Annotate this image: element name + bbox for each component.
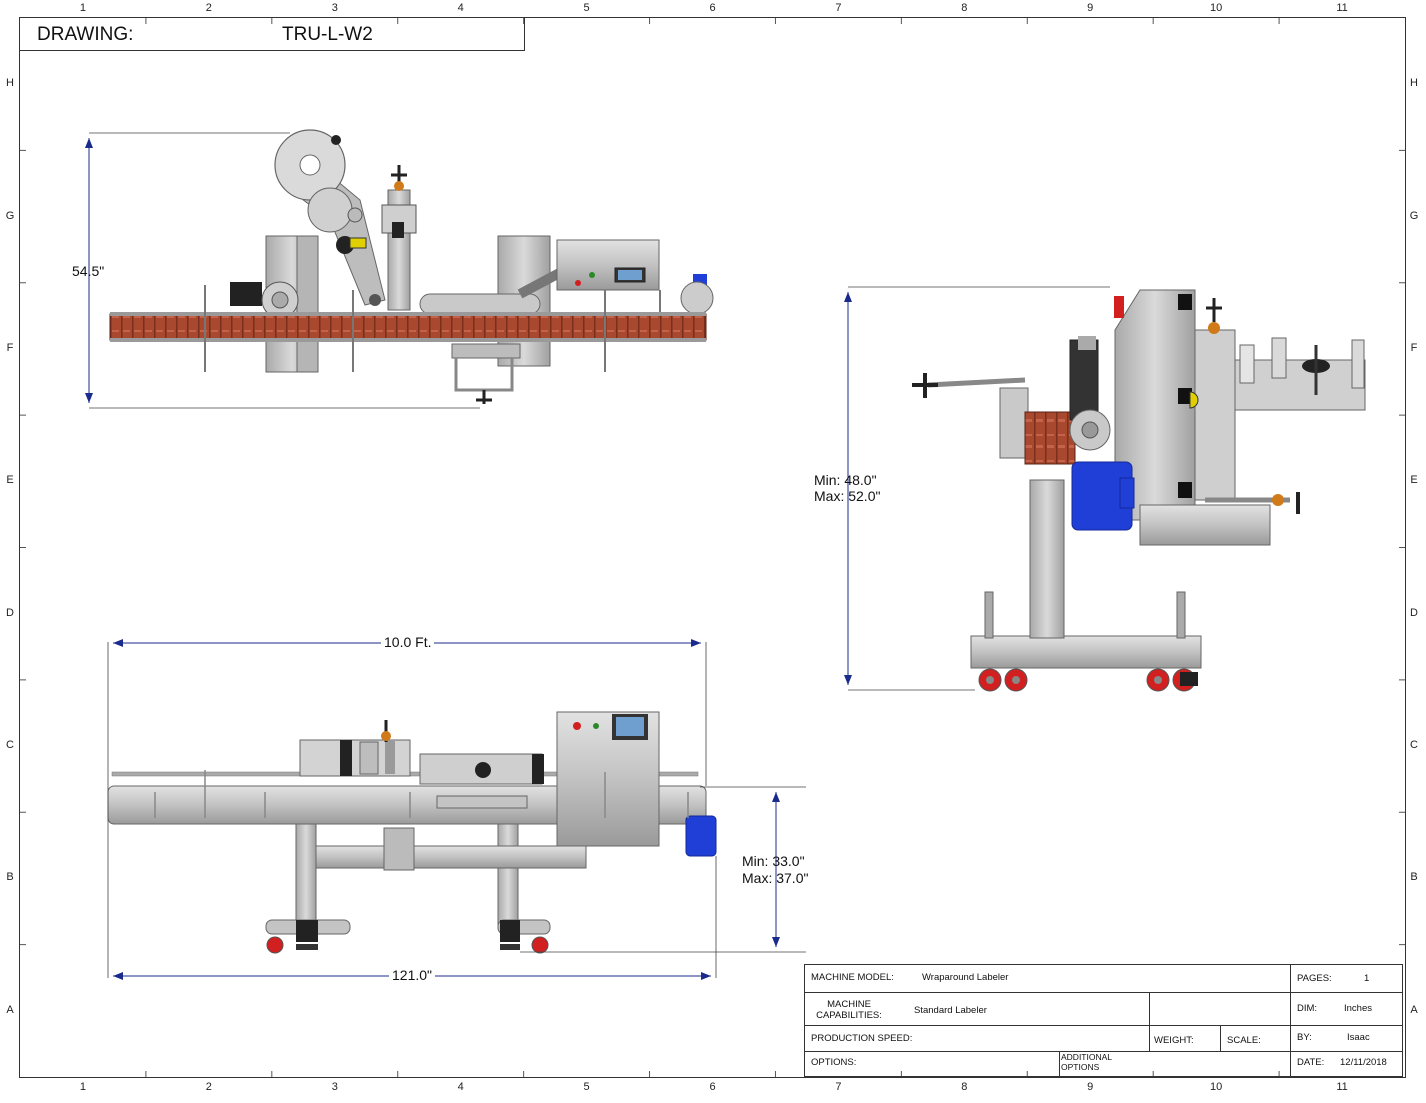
grid-row-label: C (1410, 739, 1418, 752)
grid-column-label: 8 (961, 2, 968, 14)
grid-row-label: A (1410, 1003, 1418, 1016)
weight-label: WEIGHT: (1154, 1035, 1194, 1046)
date-label: DATE: (1297, 1057, 1325, 1068)
dim-value: Inches (1344, 1003, 1372, 1014)
grid-row-label: F (1410, 341, 1418, 354)
machine-capabilities-label-line1: MACHINE (827, 999, 871, 1010)
side-view-height-dimension: Min: 33.0" Max: 37.0" (742, 853, 808, 887)
grid-column-label: 7 (835, 2, 842, 14)
machine-model-value: Wraparound Labeler (922, 972, 1009, 983)
grid-row-label: G (5, 209, 15, 222)
grid-row-label: C (6, 739, 14, 752)
grid-column-label: 10 (1210, 2, 1223, 14)
by-value: Isaac (1347, 1032, 1370, 1043)
additional-options-label: ADDITIONAL OPTIONS (1061, 1052, 1121, 1072)
side-view (107, 639, 806, 980)
grid-column-label: 5 (583, 1081, 590, 1093)
additional-options-line2: OPTIONS (1061, 1062, 1100, 1072)
options-label: OPTIONS: (811, 1057, 857, 1068)
end-view-min: Min: 48.0" (814, 472, 877, 488)
grid-row-label: E (6, 474, 14, 487)
grid-row-label: G (1409, 209, 1419, 222)
drawing-label: DRAWING: (37, 24, 134, 45)
grid-column-label: 2 (205, 1081, 212, 1093)
grid-column-label: 3 (331, 2, 338, 14)
grid-column-label: 8 (961, 1081, 968, 1093)
side-view-max: Max: 37.0" (742, 870, 809, 886)
grid-row-label: H (1410, 77, 1418, 90)
machine-capabilities-label-line2: CAPABILITIES: (816, 1010, 882, 1021)
grid-column-label: 6 (709, 2, 716, 14)
grid-row-label: B (1410, 871, 1418, 884)
pages-label: PAGES: (1297, 973, 1332, 984)
production-speed-label: PRODUCTION SPEED: (811, 1033, 913, 1044)
title-block-lines (804, 964, 1403, 1077)
grid-row-label: A (6, 1003, 14, 1016)
side-view-overall-dimension: 121.0" (389, 967, 436, 983)
machine-capabilities-value: Standard Labeler (914, 1005, 987, 1016)
grid-column-label: 10 (1210, 1081, 1223, 1093)
machine-capabilities-label: MACHINE CAPABILITIES: (806, 999, 892, 1021)
grid-column-label: 1 (79, 1081, 87, 1093)
grid-column-label: 4 (457, 2, 464, 14)
grid-column-label: 9 (1087, 1081, 1094, 1093)
top-view (85, 129, 714, 409)
dim-label: DIM: (1297, 1003, 1318, 1014)
grid-column-label: 11 (1336, 2, 1348, 14)
grid-column-label: 6 (709, 1081, 716, 1093)
grid-column-label: 4 (457, 1081, 464, 1093)
grid-column-label: 1 (79, 2, 87, 14)
top-view-height-dimension: 54.5" (72, 263, 105, 279)
side-view-length-dimension: 10.0 Ft. (381, 634, 435, 650)
grid-row-label: E (1410, 474, 1418, 487)
grid-column-label: 9 (1087, 2, 1094, 14)
grid-column-label: 2 (205, 2, 212, 14)
by-label: BY: (1297, 1032, 1312, 1043)
date-value: 12/11/2018 (1340, 1057, 1387, 1068)
grid-column-label: 5 (583, 2, 590, 14)
grid-column-label: 11 (1336, 1081, 1348, 1093)
end-view-max: Max: 52.0" (814, 488, 881, 504)
side-view-min: Min: 33.0" (742, 853, 805, 869)
grid-row-label: F (6, 341, 14, 354)
grid-row-label: H (6, 77, 14, 90)
end-view-height-dimension: Min: 48.0" Max: 52.0" (814, 472, 880, 504)
grid-row-label: D (6, 606, 14, 619)
scale-label: SCALE: (1227, 1035, 1261, 1046)
machine-model-label: MACHINE MODEL: (811, 972, 894, 983)
pages-value: 1 (1364, 973, 1370, 984)
drawing-number: TRU-L-W2 (282, 24, 373, 45)
grid-row-label: B (6, 871, 14, 884)
end-view (844, 286, 1366, 692)
grid-row-label: D (1410, 606, 1418, 619)
grid-column-label: 7 (835, 1081, 842, 1093)
additional-options-line1: ADDITIONAL (1061, 1052, 1113, 1062)
grid-column-label: 3 (331, 1081, 338, 1093)
